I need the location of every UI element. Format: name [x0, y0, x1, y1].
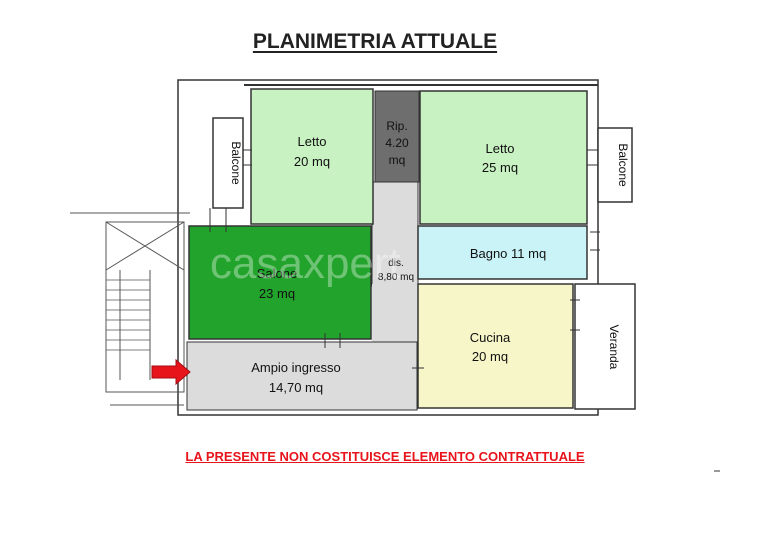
stairwell	[70, 212, 190, 406]
balcone-right: Balcone	[597, 127, 633, 203]
room-bagno: Bagno 11 mq	[417, 225, 588, 280]
bagno-label: Bagno 11 mq	[470, 246, 546, 261]
room-ingresso: Ampio ingresso 14,70 mq	[186, 341, 418, 411]
outer-walls	[177, 79, 599, 416]
veranda: Veranda	[574, 283, 636, 410]
room-salone: Salone 23 mq	[188, 225, 372, 340]
cucina-name: Cucina	[470, 330, 511, 345]
entrance-arrow-icon	[151, 358, 191, 386]
salone-name: Salone	[257, 266, 297, 281]
room-cucina: Cucina 20 mq	[417, 283, 574, 409]
disimpegno-area: 8,80 mq	[378, 272, 414, 283]
balcone-left-label: Balcone	[229, 141, 243, 185]
rip-area: 4.20	[385, 136, 409, 150]
balcone-right-label: Balcone	[616, 143, 630, 187]
ingresso-area: 14,70 mq	[269, 380, 323, 395]
ingresso-name: Ampio ingresso	[251, 360, 341, 375]
disclaimer: LA PRESENTE NON COSTITUISCE ELEMENTO CON…	[185, 449, 585, 464]
balcone-left: Balcone	[212, 117, 244, 209]
veranda-label: Veranda	[607, 325, 621, 370]
room-letto-1: Letto 20 mq	[250, 88, 374, 225]
letto-2-area: 25 mq	[482, 160, 518, 175]
disimpegno-name: dis.	[388, 258, 404, 269]
wall-openings	[209, 149, 600, 369]
letto-2-name: Letto	[486, 141, 515, 156]
cucina-area: 20 mq	[472, 349, 508, 364]
letto-1-area: 20 mq	[294, 154, 330, 169]
rip-unit: mq	[389, 153, 406, 167]
rip-name: Rip.	[386, 119, 407, 133]
watermark: casaxpert	[210, 239, 401, 288]
page-title: PLANIMETRIA ATTUALE	[252, 30, 498, 53]
room-letto-2: Letto 25 mq	[419, 90, 588, 225]
salone-area: 23 mq	[259, 286, 295, 301]
room-ripostiglio: Rip. 4.20 mq	[374, 90, 420, 183]
letto-1-name: Letto	[298, 134, 327, 149]
